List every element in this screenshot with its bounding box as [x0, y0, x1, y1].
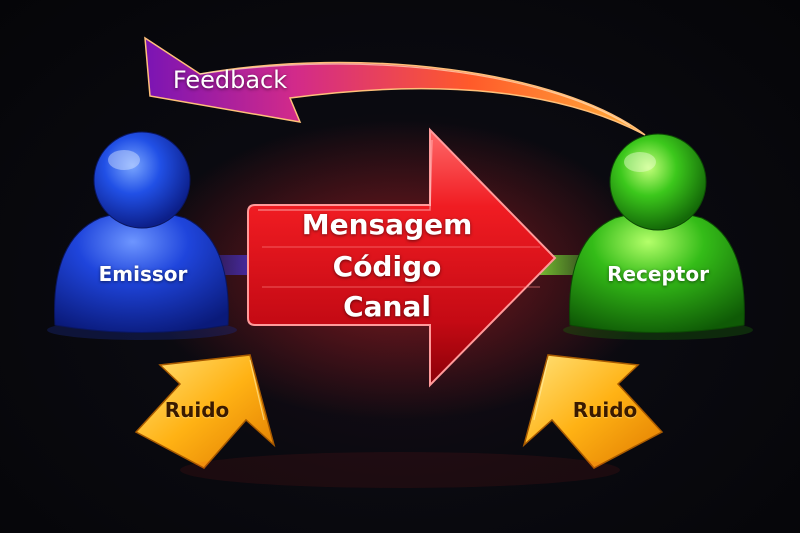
noise-label-right: Ruido — [572, 398, 638, 422]
message-arrow — [247, 127, 557, 388]
feedback-arrow — [144, 36, 646, 136]
receiver-label: Receptor — [607, 262, 709, 286]
sender-figure-icon — [47, 131, 237, 340]
floor-reflection — [180, 452, 620, 488]
noise-label-left: Ruido — [164, 398, 230, 422]
message-line-codigo: Código — [332, 250, 442, 283]
noise-arrow-left-icon — [134, 354, 276, 469]
sender-label: Emissor — [98, 262, 188, 286]
noise-arrow-right-icon — [522, 354, 664, 469]
feedback-label: Feedback — [172, 66, 288, 94]
message-line-canal: Canal — [343, 290, 431, 323]
receiver-figure-icon — [563, 133, 753, 340]
message-line-mensagem: Mensagem — [301, 208, 473, 241]
